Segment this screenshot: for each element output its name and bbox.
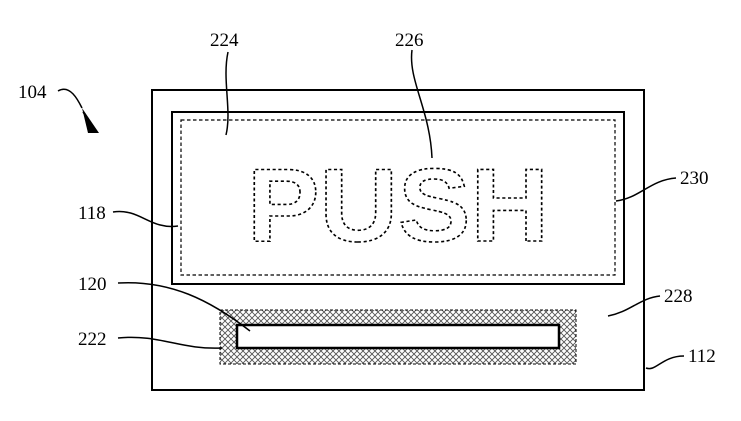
leader-104-shaft [82, 111, 97, 133]
ref-104: 104 [18, 82, 47, 103]
ref-228: 228 [664, 286, 693, 307]
leader-104 [57, 88, 83, 109]
leader-228 [607, 295, 661, 317]
ref-112: 112 [688, 346, 716, 367]
leader-230 [615, 177, 677, 202]
ref-118: 118 [78, 203, 106, 224]
push-text: PUSH [247, 148, 549, 264]
housing-outline [151, 89, 645, 391]
leader-226 [410, 49, 433, 159]
leader-222 [117, 336, 223, 349]
ref-224: 224 [210, 30, 239, 51]
display-frame [171, 111, 625, 285]
leader-118 [112, 210, 179, 228]
ref-222: 222 [78, 329, 107, 350]
ref-230: 230 [680, 168, 709, 189]
ref-226: 226 [395, 30, 424, 51]
leader-224 [225, 51, 229, 136]
leader-120 [117, 281, 251, 332]
ref-120: 120 [78, 274, 107, 295]
leader-112 [645, 355, 685, 370]
display-inner-boundary [180, 119, 616, 276]
slot-opening [235, 323, 561, 350]
arrowhead-104 [82, 108, 99, 133]
